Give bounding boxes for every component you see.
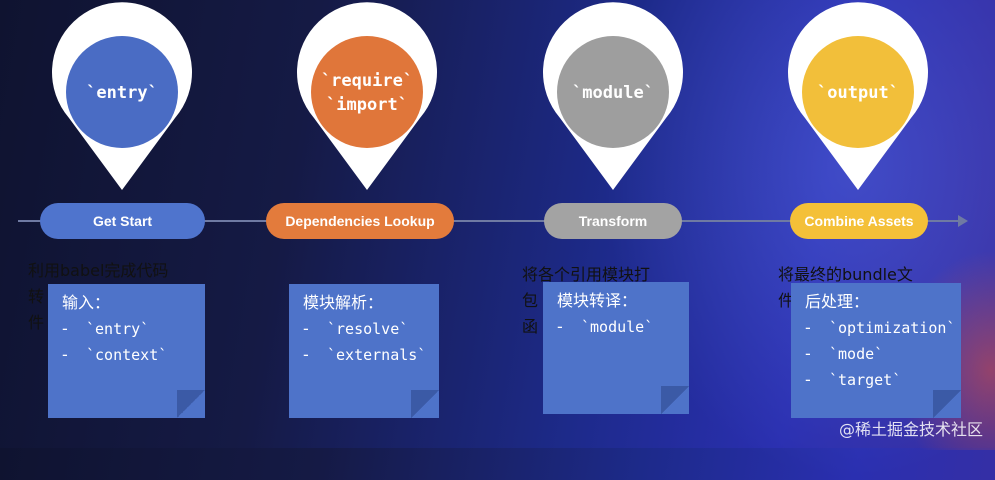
pin-label: `require` bbox=[320, 71, 414, 91]
pin-label: `module` bbox=[572, 83, 654, 103]
under-text-line: 件 bbox=[28, 313, 45, 332]
note-item: -`module` bbox=[557, 317, 654, 336]
pin-label: `output` bbox=[817, 83, 899, 103]
under-text: 将最终的bundle文 件 bbox=[778, 262, 913, 314]
note-module-resolve: 模块解析： -`resolve` -`externals` bbox=[289, 284, 439, 418]
note-post-processing: 后处理： -`optimization` -`mode` -`target` bbox=[791, 283, 961, 418]
stage-pill-get-start: Get Start bbox=[40, 203, 205, 239]
stage-pill-transform: Transform bbox=[544, 203, 682, 239]
under-text-line: 转 bbox=[28, 287, 45, 306]
map-pin-icon bbox=[543, 2, 683, 190]
map-pin-icon bbox=[788, 2, 928, 190]
note-input: 输入： -`entry` -`context` bbox=[48, 284, 205, 418]
note-item: -`entry` bbox=[62, 319, 150, 338]
note-item: -`optimization` bbox=[805, 318, 956, 337]
note-item: -`resolve` bbox=[303, 319, 409, 338]
folded-corner-icon bbox=[177, 390, 205, 418]
note-item: -`externals` bbox=[303, 345, 427, 364]
note-title: 模块转译： bbox=[557, 291, 638, 310]
timeline-line bbox=[18, 220, 963, 222]
folded-corner-icon bbox=[933, 390, 961, 418]
under-text-line: 将各个引用模块打 bbox=[522, 265, 651, 284]
note-item: -`context` bbox=[62, 345, 168, 364]
note-item: -`mode` bbox=[805, 344, 884, 363]
pin-require-import: `require` `import` bbox=[292, 0, 442, 190]
folded-corner-icon bbox=[661, 386, 689, 414]
map-pin-icon bbox=[297, 2, 437, 190]
folded-corner-icon bbox=[411, 390, 439, 418]
under-text-line: 利用babel完成代码 bbox=[28, 261, 169, 280]
map-pin-icon bbox=[52, 2, 193, 190]
stage-pill-combine-assets: Combine Assets bbox=[790, 203, 928, 239]
timeline-arrow-icon bbox=[958, 215, 968, 227]
pin-entry: `entry` bbox=[47, 0, 197, 190]
pin-module: `module` bbox=[538, 0, 688, 190]
note-title: 输入： bbox=[62, 293, 111, 312]
note-module-transpile: 模块转译： -`module` bbox=[543, 282, 689, 414]
under-text-line: 将最终的bundle文 bbox=[778, 265, 913, 284]
under-text-line: 包 bbox=[522, 291, 539, 310]
under-text-line: 件 bbox=[778, 291, 795, 310]
pin-label: `import` bbox=[326, 95, 408, 115]
pin-output: `output` bbox=[783, 0, 933, 190]
under-text-line: 函 bbox=[522, 317, 539, 336]
note-item: -`target` bbox=[805, 370, 902, 389]
stage-pill-dependencies-lookup: Dependencies Lookup bbox=[266, 203, 454, 239]
pin-label: `entry` bbox=[86, 83, 158, 103]
note-title: 模块解析： bbox=[303, 293, 384, 312]
under-text: 将各个引用模块打 包 函 bbox=[522, 262, 650, 340]
note-title: 后处理： bbox=[805, 292, 870, 311]
under-text: 利用babel完成代码 转 件 bbox=[28, 258, 168, 336]
watermark: @稀土掘金技术社区 bbox=[838, 420, 983, 439]
